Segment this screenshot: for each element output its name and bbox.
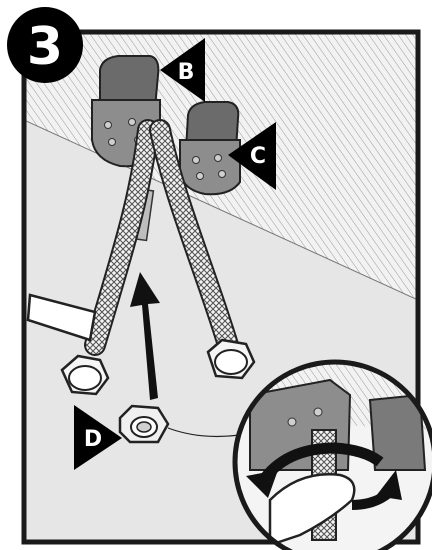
- nut-d: [118, 404, 241, 444]
- step-badge: 3: [7, 7, 83, 83]
- step-number: 3: [27, 17, 63, 77]
- white-tube: [26, 293, 97, 342]
- braided-hose-right: [149, 119, 239, 356]
- up-arrow: [130, 272, 160, 400]
- panel-border: [21, 29, 421, 545]
- hose-nut-left: [60, 354, 110, 396]
- braided-hose-left: [84, 119, 159, 356]
- callout-b: B: [160, 38, 205, 102]
- zoom-inset: [232, 359, 432, 550]
- rotation-arrow: [246, 442, 402, 510]
- callout-b-label: B: [178, 60, 195, 85]
- hose-nut-right: [206, 338, 256, 380]
- callout-d: D: [74, 405, 122, 470]
- bracket-c: [179, 101, 241, 196]
- callout-c-label: C: [250, 144, 266, 169]
- callout-d-label: D: [84, 427, 102, 452]
- callout-c: C: [228, 122, 276, 190]
